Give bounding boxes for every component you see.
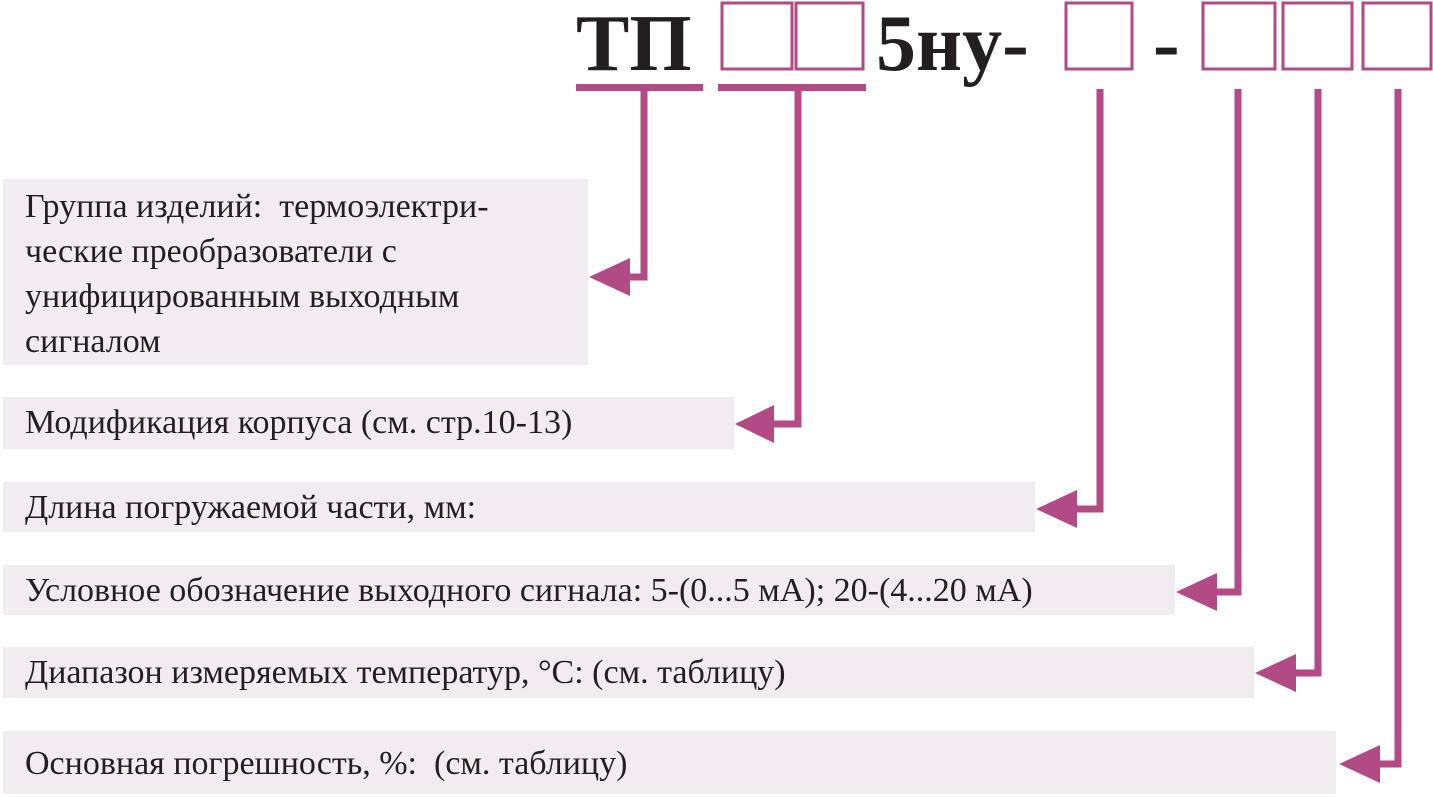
leader-line-3 [1069, 89, 1104, 513]
description-line: Группа изделий: термоэлектри- [25, 188, 489, 225]
description-output-signal: Условное обозначение выходного сигнала: … [3, 565, 1175, 615]
description-basic-error: Основная погрешность, %: (см. таблицу) [3, 731, 1336, 794]
description-line: Основная погрешность, %: (см. таблицу) [25, 745, 628, 782]
description-line: сигналом [25, 323, 161, 360]
description-line: унифицированным выходным [25, 278, 460, 315]
leader-line-4 [1209, 89, 1242, 596]
arrowheads [589, 258, 1380, 783]
code-middle: 5ну- [876, 0, 1029, 88]
placeholder-box-6 [1361, 1, 1433, 71]
arrowhead-3 [1036, 490, 1077, 528]
leader-line-6 [1372, 89, 1402, 768]
arrowhead-5 [1255, 654, 1296, 692]
code-prefix: ТП [576, 0, 692, 88]
underline-body [718, 84, 866, 91]
leader-line-5 [1288, 89, 1322, 677]
arrowhead-1 [589, 258, 630, 296]
placeholder-box-1 [720, 1, 794, 71]
placeholder-box-4 [1201, 1, 1277, 71]
code-placeholders [720, 1, 1433, 71]
description-line: Условное обозначение выходного сигнала: … [25, 572, 1033, 609]
description-product-group: Группа изделий: термоэлектри- ческие пре… [3, 179, 588, 365]
placeholder-box-2 [794, 1, 865, 71]
code-separator: - [1153, 0, 1180, 88]
description-line: Длина погружаемой части, мм: [25, 489, 477, 526]
leader-lines [622, 87, 1402, 768]
leader-line-1 [622, 87, 648, 281]
description-line: Диапазон измеряемых температур, °С: (см.… [25, 654, 786, 691]
code-underlines [576, 84, 866, 91]
description-line: ческие преобразователи с [25, 233, 397, 270]
description-immersion-length: Длина погружаемой части, мм: [3, 482, 1035, 532]
description-housing-modification: Модификация корпуса (см. стр.10-13) [3, 397, 734, 449]
leader-line-2 [766, 87, 802, 428]
underline-prefix [576, 84, 703, 91]
description-line: Модификация корпуса (см. стр.10-13) [25, 404, 573, 441]
placeholder-box-5 [1281, 1, 1354, 71]
arrowhead-2 [735, 405, 774, 443]
description-temperature-range: Диапазон измеряемых температур, °С: (см.… [3, 647, 1254, 698]
arrowhead-6 [1339, 745, 1380, 783]
arrowhead-4 [1176, 573, 1217, 611]
placeholder-box-3 [1064, 1, 1134, 71]
